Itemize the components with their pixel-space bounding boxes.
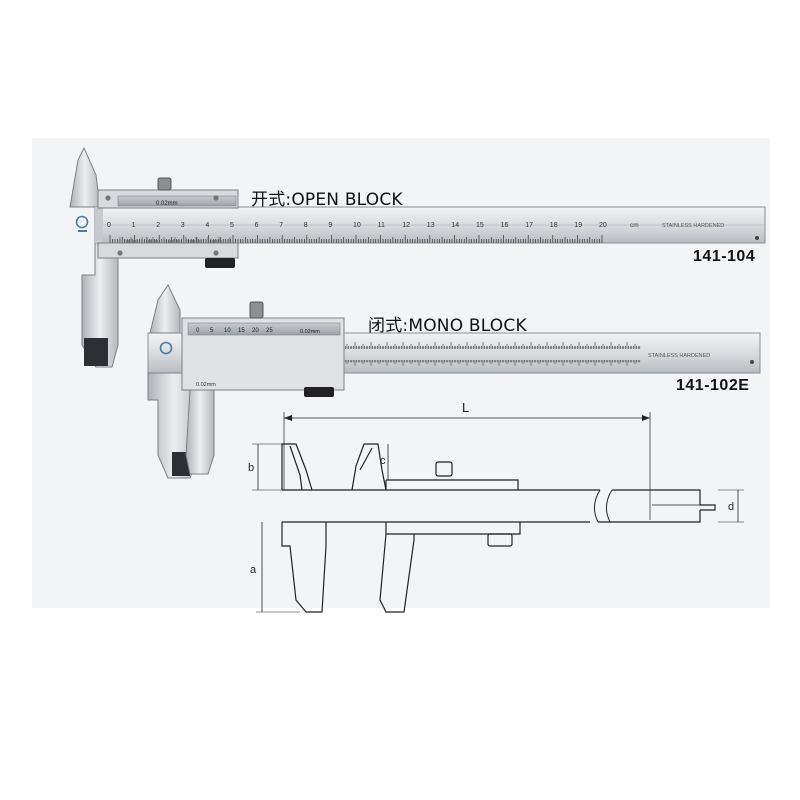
vernier-plate <box>187 322 341 336</box>
vernier-number: 0 <box>196 328 200 334</box>
open-block-label: 开式:OPEN BLOCK <box>251 190 403 210</box>
scale-number: 15 <box>476 222 484 229</box>
scale-number: 11 <box>378 222 385 229</box>
thumb-wheel <box>304 387 334 397</box>
svg-text:0.02mm: 0.02mm <box>196 382 216 388</box>
vernier-plate <box>117 195 237 207</box>
scale-number: 0 <box>107 222 111 229</box>
dim-c-label: c <box>380 455 386 467</box>
vernier-marking: 0.02mm <box>156 201 178 207</box>
scale-number: 16 <box>501 222 509 229</box>
scale-number: 19 <box>574 222 582 229</box>
mono-block-label: 闭式:MONO BLOCK <box>368 316 527 336</box>
scale-number: 17 <box>525 222 533 229</box>
thumb-screw <box>249 301 264 319</box>
scale-number: 3 <box>181 222 185 229</box>
steel-marking: STAINLESS HARDENED <box>648 353 710 359</box>
scale-number: 9 <box>328 222 332 229</box>
model-141-102e: 141-102E <box>676 377 750 394</box>
scale-number: 10 <box>353 222 361 229</box>
fixed-jaw <box>81 242 119 368</box>
scale-number: 14 <box>451 222 459 229</box>
vernier-number: 25 <box>266 328 273 334</box>
brand-logo-icon <box>159 341 173 355</box>
scale-number: 20 <box>599 222 607 229</box>
vernier-number: 5 <box>210 328 214 334</box>
scale-number: 4 <box>205 222 209 229</box>
scale-number: 6 <box>255 222 259 229</box>
thumb-screw <box>157 177 172 191</box>
slider-bottom <box>97 242 239 259</box>
thumb-wheel <box>205 258 235 268</box>
scale-number: 12 <box>402 222 410 229</box>
scale-unit: cm <box>630 222 639 229</box>
brand-logo-icon <box>75 215 89 229</box>
vernier-marking: 0.02mm <box>300 329 320 335</box>
dim-b-label: b <box>248 462 254 474</box>
model-141-104: 141-104 <box>693 248 756 265</box>
scale-number: 18 <box>550 222 558 229</box>
scale-number: 1 <box>132 222 136 229</box>
vernier-number: 20 <box>252 328 259 334</box>
dim-a-label: a <box>250 564 257 576</box>
scale-number: 8 <box>304 222 308 229</box>
fixed-upper-jaw <box>149 283 181 334</box>
vernier-number: 15 <box>238 328 245 334</box>
scale-number: 2 <box>156 222 160 229</box>
steel-marking: STAINLESS HARDENED <box>662 223 724 229</box>
vernier-number: 10 <box>224 328 231 334</box>
scale-number: 5 <box>230 222 234 229</box>
dim-L-label: L <box>462 400 469 415</box>
scale-number: 7 <box>279 222 283 229</box>
scale-number: 13 <box>427 222 435 229</box>
dim-d-label: d <box>728 501 734 513</box>
